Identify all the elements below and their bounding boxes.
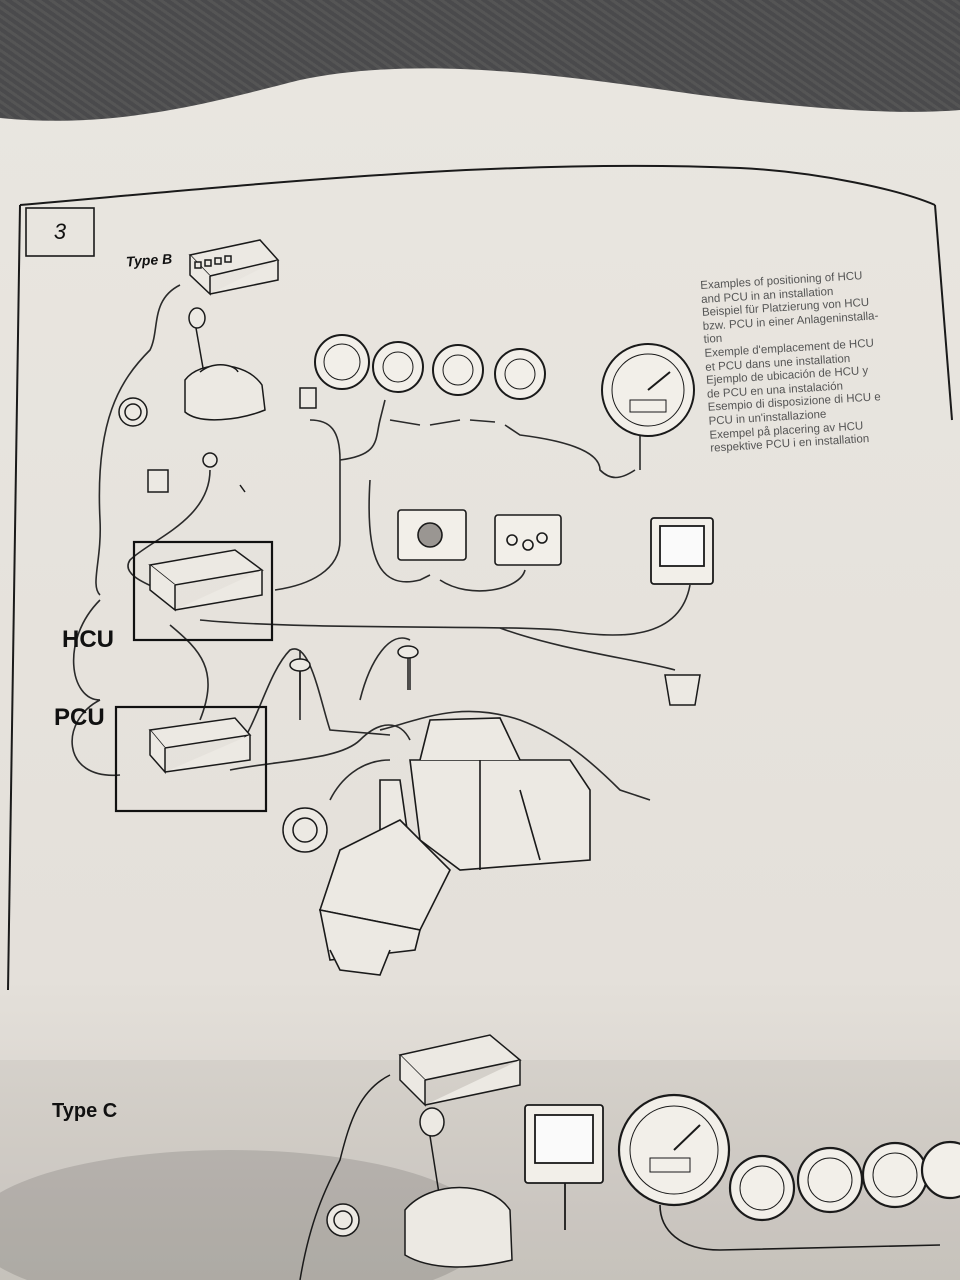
figure-number: 3	[53, 219, 67, 244]
type-c-controller	[299, 1034, 522, 1280]
sensors	[282, 645, 701, 853]
throttle-lever	[184, 307, 266, 493]
type-c-lever	[326, 1107, 513, 1268]
type-c-label: Type C	[52, 1100, 118, 1122]
hcu-unit	[132, 540, 274, 642]
type-b-label: Type B	[125, 250, 173, 270]
gauge-cluster-top	[314, 334, 695, 437]
multilingual-caption: Examples of positioning of HCU and PCU i…	[700, 266, 940, 456]
figure-frame	[7, 164, 953, 991]
control-panels	[397, 509, 562, 566]
type-c-gauges	[617, 1093, 960, 1251]
pcu-label: PCU	[54, 704, 105, 731]
key-switch	[118, 387, 317, 493]
pcu-unit	[114, 705, 268, 813]
engine-drive	[318, 717, 591, 976]
wiring	[71, 284, 691, 801]
type-c-display	[524, 1104, 604, 1230]
hcu-label: HCU	[62, 626, 114, 653]
type-b-controller	[188, 239, 280, 296]
display-screen	[650, 517, 714, 585]
